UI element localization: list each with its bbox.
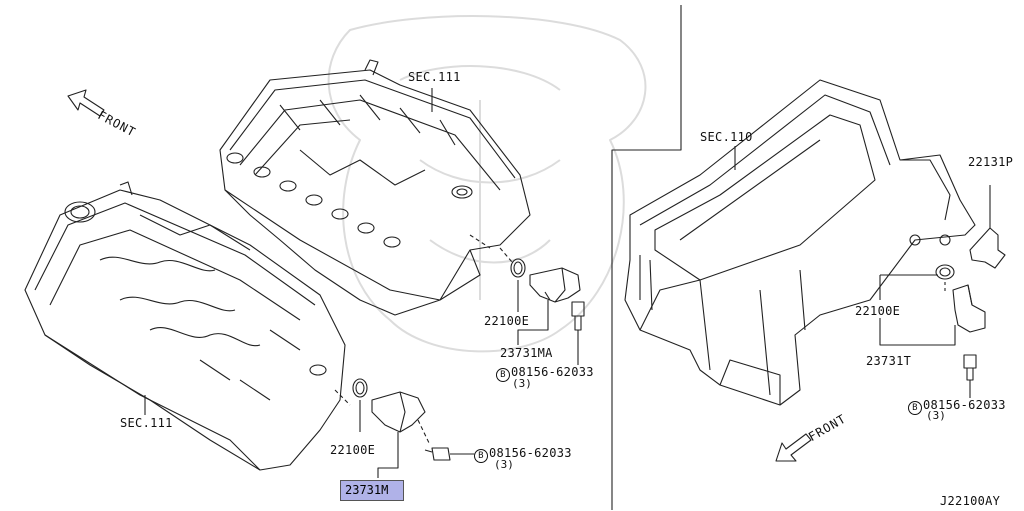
qty-label-right: (3) xyxy=(926,409,946,422)
leader-line xyxy=(359,400,399,478)
sec111-label-top[interactable]: SEC.111 xyxy=(408,70,461,84)
o-ring-icon xyxy=(935,264,955,280)
part-23731t-label[interactable]: 23731T xyxy=(866,354,912,368)
crank-sensor-icon xyxy=(952,284,986,333)
watermark-logo xyxy=(327,15,647,353)
camshaft-sensor-icon xyxy=(529,267,581,303)
camshaft-sensor-icon xyxy=(371,391,426,433)
part-23731m-label: 23731M xyxy=(345,483,389,497)
bolt-b-mark: B xyxy=(474,449,488,463)
bolt-b-mark: B xyxy=(908,401,922,415)
sec110-label[interactable]: SEC.110 xyxy=(700,130,753,144)
front-arrow-icon xyxy=(775,433,812,462)
o-ring-icon xyxy=(510,258,526,278)
qty-label-low: (3) xyxy=(494,458,514,471)
part-23731m-highlight[interactable]: 23731M xyxy=(340,480,404,501)
section-divider xyxy=(611,5,682,510)
front-arrow-icon xyxy=(67,89,105,117)
bolt-icon xyxy=(963,354,977,381)
leader-line xyxy=(879,318,956,346)
bolt-icon xyxy=(571,301,585,331)
diagram-id-label: J22100AY xyxy=(940,494,1001,508)
bracket-22131p xyxy=(969,227,1006,269)
part-22100e-label-low[interactable]: 22100E xyxy=(330,443,376,457)
leader-line xyxy=(879,274,938,300)
alignment-line xyxy=(334,389,431,446)
cylinder-head-lower xyxy=(24,181,346,471)
sec111-label-left[interactable]: SEC.111 xyxy=(120,416,173,430)
part-22100e-label-right[interactable]: 22100E xyxy=(855,304,901,318)
part-22100e-label-mid[interactable]: 22100E xyxy=(484,314,530,328)
alignment-line xyxy=(469,234,513,263)
bolt-b-mark: B xyxy=(496,368,510,382)
part-22131p-label[interactable]: 22131P xyxy=(968,155,1014,169)
part-23731ma-label[interactable]: 23731MA xyxy=(500,346,553,360)
bolt-icon xyxy=(424,447,451,461)
o-ring-icon xyxy=(352,378,368,398)
oil-pan xyxy=(624,79,976,406)
cylinder-head-upper xyxy=(219,59,531,316)
leader-line xyxy=(517,280,549,345)
qty-label-mid: (3) xyxy=(512,377,532,390)
